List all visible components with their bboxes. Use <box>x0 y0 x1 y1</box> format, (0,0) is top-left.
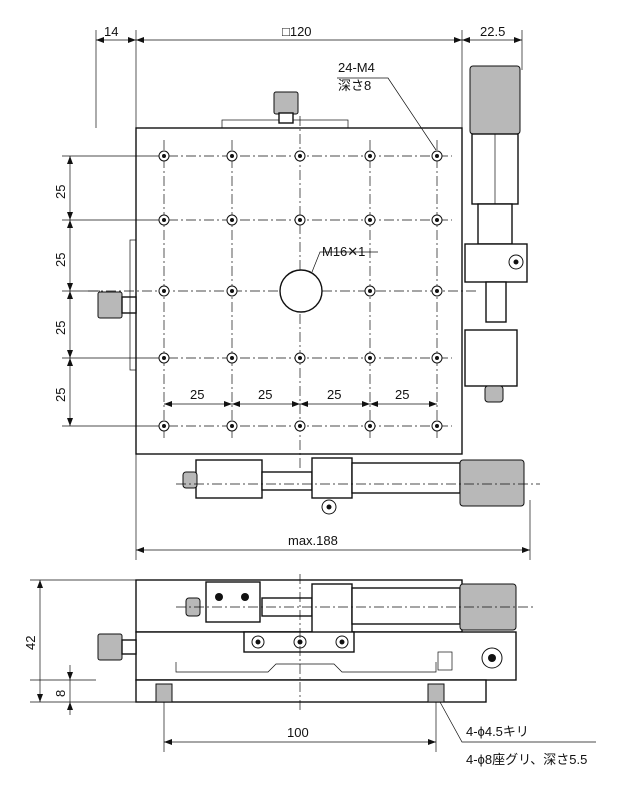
dim-pitch-h1: 25 <box>190 387 204 402</box>
dim-pitch-h2: 25 <box>258 387 272 402</box>
dim-pitch-v3: 25 <box>53 321 68 335</box>
side-view <box>97 574 536 712</box>
dim-square-size: □120 <box>282 24 312 39</box>
dim-pitch-h3: 25 <box>327 387 341 402</box>
left-lock-knob <box>97 239 137 371</box>
label-counterbore: 4-ϕ8座グリ、深さ5.5 <box>466 752 587 767</box>
bottom-micrometer <box>176 457 540 515</box>
dim-pitch-h4: 25 <box>395 387 409 402</box>
dim-pitch-v2: 25 <box>53 253 68 267</box>
right-micrometer <box>464 65 528 403</box>
label-through-holes: 4-ϕ4.5キリ <box>466 724 529 739</box>
dim-right-micrometer: 22.5 <box>480 24 505 39</box>
dim-pitch-v4: 25 <box>53 388 68 402</box>
dim-left-offset: 14 <box>104 24 118 39</box>
dim-max-width: max.188 <box>288 533 338 548</box>
dim-base-height: 8 <box>53 690 68 697</box>
top-clamp-knob <box>221 91 349 129</box>
label-tapped-depth: 深さ8 <box>338 78 371 93</box>
center-bore <box>279 269 323 313</box>
dim-height: 42 <box>23 636 38 650</box>
side-dimensions <box>30 579 596 752</box>
label-center-thread: M16✕1 <box>322 244 365 259</box>
dim-pitch-v1: 25 <box>53 185 68 199</box>
tapped-hole-grid <box>158 150 443 432</box>
label-tapped-holes: 24-M4 <box>338 60 375 75</box>
top-view <box>88 65 540 515</box>
top-dimensions <box>62 30 531 560</box>
dim-mount-pitch: 100 <box>287 725 309 740</box>
